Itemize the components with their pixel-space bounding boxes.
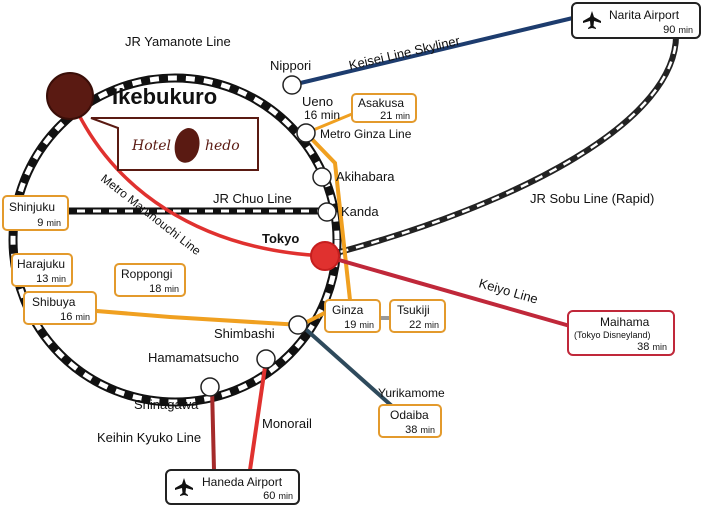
station-ikebukuro	[46, 72, 94, 120]
svg-text:19 min: 19 min	[344, 319, 374, 331]
svg-text:60 min: 60 min	[263, 490, 293, 502]
svg-text:Narita Airport: Narita Airport	[609, 8, 680, 22]
svg-text:38 min: 38 min	[637, 341, 667, 353]
svg-text:22 min: 22 min	[409, 319, 439, 331]
ikebukuro-label: Ikebukuro	[112, 84, 217, 109]
station-hamamatsucho	[256, 349, 276, 369]
shimbashi-label: Shimbashi	[214, 326, 275, 341]
svg-text:Tsukiji: Tsukiji	[397, 303, 430, 317]
station-akihabara	[312, 167, 332, 187]
roppongi-box: Roppongi 18 min	[114, 263, 186, 297]
odaiba-box: Odaiba 38 min	[378, 404, 442, 438]
nippori-label: Nippori	[270, 58, 311, 73]
station-shinagawa	[200, 377, 220, 397]
tsukiji-box: Tsukiji 22 min	[389, 299, 446, 333]
svg-text:Odaiba: Odaiba	[390, 408, 429, 422]
ginza-line-label: Metro Ginza Line	[320, 127, 412, 141]
svg-text:(Tokyo Disneyland): (Tokyo Disneyland)	[574, 330, 651, 340]
station-kanda	[317, 202, 337, 222]
svg-text:18 min: 18 min	[149, 283, 179, 295]
station-nippori	[282, 75, 302, 95]
ueno-time: 16 min	[304, 108, 340, 122]
maihama-box: Maihama (Tokyo Disneyland) 38 min	[567, 310, 675, 356]
yurikamome-label: Yurikamome	[378, 386, 445, 400]
station-shimbashi	[288, 315, 308, 335]
akihabara-label: Akihabara	[336, 169, 395, 184]
svg-text:Shinjuku: Shinjuku	[9, 200, 55, 214]
sobu-label: JR Sobu Line (Rapid)	[530, 191, 654, 206]
skyliner-line	[291, 15, 578, 87]
station-ueno	[296, 123, 316, 143]
svg-text:13 min: 13 min	[36, 273, 66, 285]
skyliner-label: Keisei Line Skyliner	[347, 33, 462, 73]
yamanote-label: JR Yamanote Line	[125, 34, 231, 49]
shibuya-box: Shibuya 16 min	[23, 291, 97, 325]
svg-text:Shibuya: Shibuya	[32, 295, 76, 309]
marunouchi-line	[68, 95, 326, 258]
station-tokyo	[310, 241, 340, 271]
shinjuku-box: Shinjuku 9 min	[2, 195, 69, 231]
keiyo-line	[324, 254, 571, 328]
harajuku-box: Harajuku 13 min	[11, 253, 73, 287]
svg-text:38 min: 38 min	[405, 424, 435, 436]
ginza-box: Ginza 19 min	[324, 299, 381, 333]
hotel-logo-box: Hotel hedo	[90, 117, 259, 171]
svg-text:9 min: 9 min	[37, 217, 61, 229]
svg-text:Harajuku: Harajuku	[17, 257, 65, 271]
hamamatsucho-label: Hamamatsucho	[148, 350, 239, 365]
hotel-name-right: hedo	[205, 138, 240, 154]
hotel-name-left: Hotel	[131, 138, 171, 154]
yamanote-line	[8, 73, 342, 407]
narita-airport-box: Narita Airport 90 min	[571, 2, 701, 39]
keikyu-line	[210, 386, 216, 471]
monorail-label: Monorail	[262, 416, 312, 431]
tokyo-label: Tokyo	[262, 231, 299, 246]
sobu-line	[324, 31, 680, 259]
yurikamome-line	[299, 323, 395, 409]
svg-text:16 min: 16 min	[60, 311, 90, 323]
svg-text:Ginza: Ginza	[332, 303, 364, 317]
kanda-label: Kanda	[341, 204, 379, 219]
ueno-label: Ueno	[302, 94, 333, 109]
svg-text:Maihama: Maihama	[600, 315, 650, 329]
svg-text:Asakusa: Asakusa	[358, 96, 404, 110]
svg-text:Roppongi: Roppongi	[121, 267, 172, 281]
svg-text:90 min: 90 min	[663, 24, 693, 36]
hotel-logo-mark	[174, 128, 200, 163]
shinagawa-label: Shinagawa	[134, 397, 199, 412]
monorail-line	[248, 359, 268, 471]
svg-text:21 min: 21 min	[380, 110, 410, 122]
svg-text:Haneda Airport: Haneda Airport	[202, 475, 283, 489]
haneda-airport-box: Haneda Airport 60 min	[165, 469, 300, 505]
chuo-label: JR Chuo Line	[213, 191, 292, 206]
asakusa-box: Asakusa 21 min	[351, 93, 417, 123]
keikyu-label: Keihin Kyuko Line	[97, 430, 201, 445]
marunouchi-label: Metro Marunouchi Line	[98, 171, 204, 258]
